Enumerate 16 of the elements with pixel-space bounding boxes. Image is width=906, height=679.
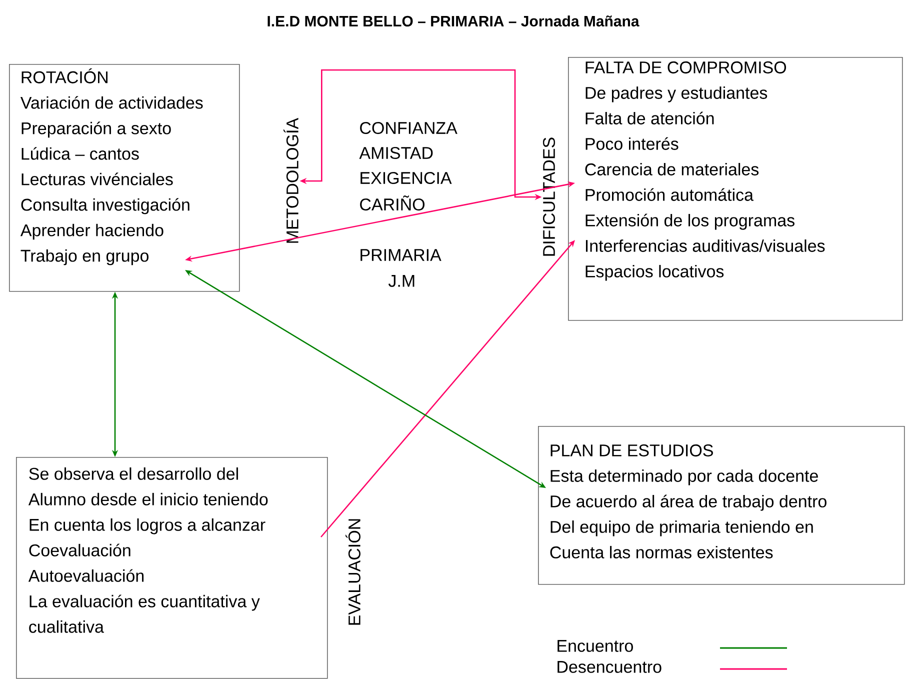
label-text: AMISTAD (359, 146, 433, 160)
title: I.E.D MONTE BELLO – PRIMARIA – Jornada Mañana (268, 16, 640, 26)
legend-text: Desencuentro (558, 661, 662, 673)
vertical-label: EVALUACIÓN (346, 519, 360, 625)
text-box: PLAN DE ESTUDIOS Esta determinado por cada docente De acuerdo al área de trabajo dentro Del equipo de primaria teniendo en Cuenta las normas existentes (538, 426, 905, 585)
label-text: CARIÑO (360, 195, 424, 211)
label-text: EXIGENCIA (360, 172, 452, 184)
text-box: FALTA DE COMPROMISO De padres y estudiantes Falta de atención Poco interés Carencia de materiales Promoción automática Extensión de los programas Interferencias auditivas/visuales Espacios locativos (568, 57, 903, 321)
label-text: PRIMARIA (360, 249, 442, 261)
text-box: Se observa el desarrollo del Alumno desde el inicio teniendo En cuenta los logros a alcanzar Coevaluación Autoevaluación La evaluación es cuantitativa y cualitativa (16, 457, 328, 679)
vertical-label: METODOLOGÍA (284, 118, 298, 243)
legend-text: Encuentro (558, 640, 633, 652)
text-box: ROTACIÓN Variación de actividades Preparación a sexto Lúdica – cantos Lecturas vivénciales Consulta investigación Aprender haciendo Trabajo en grupo (9, 64, 240, 292)
label-text: J.M (388, 275, 414, 287)
vertical-label: DIFICULTADES (542, 138, 556, 256)
label-text: CONFIANZA (360, 122, 458, 134)
